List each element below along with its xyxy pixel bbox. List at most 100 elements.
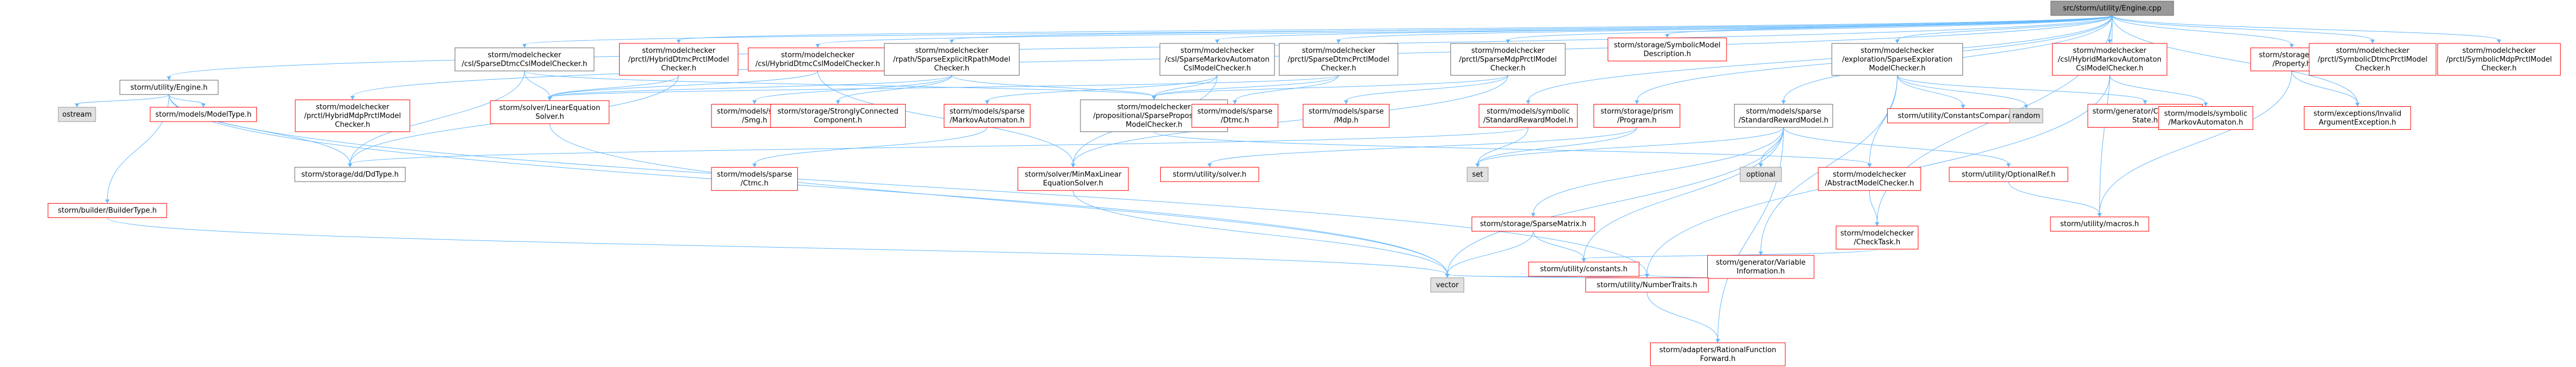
node-label-line: Information.h bbox=[1737, 267, 1785, 276]
node-sparsematrix[interactable]: storm/storage/SparseMatrix.h bbox=[1471, 216, 1595, 232]
node-macros[interactable]: storm/utility/macros.h bbox=[2050, 216, 2149, 232]
edge-arrowhead bbox=[2355, 102, 2360, 107]
node-modeltype[interactable]: storm/models/ModelType.h bbox=[150, 107, 257, 122]
node-box bbox=[1528, 261, 1640, 277]
edge-arrowhead bbox=[1531, 213, 1536, 217]
node-dtmc_sparse[interactable]: storm/models/sparse/Dtmc.h bbox=[1192, 103, 1278, 128]
node-sparsedtmcprctl[interactable]: storm/modelchecker/prctl/SparseDtmcPrctl… bbox=[1279, 43, 1398, 76]
node-label-line: Checker.h bbox=[1491, 64, 1526, 73]
node-sparsemdpprctl[interactable]: storm/modelchecker/prctl/SparseMdpPrctlM… bbox=[1450, 43, 1566, 76]
edge-arrowhead bbox=[1232, 100, 1237, 105]
node-label-line: storm/modelchecker bbox=[1861, 47, 1934, 55]
edge-stdrewardmodel-to-optionalref bbox=[1783, 127, 2009, 165]
node-buildertype[interactable]: storm/builder/BuilderType.h bbox=[47, 203, 167, 218]
edge-abstractmc-to-checktask bbox=[1869, 190, 1878, 223]
node-numbertraits[interactable]: storm/utility/NumberTraits.h bbox=[1585, 277, 1709, 293]
node-box bbox=[1303, 103, 1390, 128]
node-mdp_sparse[interactable]: storm/models/sparse/Mdp.h bbox=[1303, 103, 1390, 128]
edge-symrewardmodel-to-ddtype bbox=[350, 127, 1529, 165]
node-label-line: storm/models/sparse bbox=[950, 107, 1025, 116]
edge-arrowhead bbox=[522, 43, 527, 48]
node-hybridmarkovcsl[interactable]: storm/modelchecker/csl/HybridMarkovAutom… bbox=[2052, 43, 2167, 76]
node-box bbox=[711, 167, 798, 191]
node-label-line: storm/utility/macros.h bbox=[2060, 220, 2139, 228]
edge-root-to-hybriddtmcprctl bbox=[678, 15, 2112, 41]
node-stdrewardmodel[interactable]: storm/models/sparse/StandardRewardModel.… bbox=[1734, 103, 1833, 128]
node-ostream[interactable]: ostream bbox=[58, 107, 96, 122]
edge-explorationmc-to-constcomparator bbox=[1897, 75, 1963, 106]
node-label-line: storm/models/symbolic bbox=[1487, 107, 1570, 116]
edge-stdrewardmodel-to-vector bbox=[1447, 127, 1784, 275]
node-symmdpprctl[interactable]: storm/modelchecker/prctl/SymbolicMdpPrct… bbox=[2437, 43, 2561, 76]
edge-sparsemarkovcsl-to-sparsepropmc bbox=[1154, 75, 1218, 97]
node-label-line: /csl/HybridMarkovAutomaton bbox=[2058, 56, 2162, 64]
edge-jani_property-to-macros bbox=[2099, 70, 2292, 214]
node-label-line: storm/builder/BuilderType.h bbox=[58, 207, 157, 215]
node-label-line: storm/storage/dd/DdType.h bbox=[301, 171, 399, 179]
edge-sparseexplicitgame-to-linearsolver bbox=[549, 75, 952, 98]
node-abstractmc[interactable]: storm/modelchecker/AbstractModelChecker.… bbox=[1818, 167, 1921, 191]
node-box bbox=[2050, 1, 2174, 16]
node-vector[interactable]: vector bbox=[1430, 277, 1464, 293]
edge-arrowhead bbox=[167, 76, 172, 80]
node-box bbox=[748, 47, 888, 72]
edge-jani_property-to-invalidarg bbox=[2291, 70, 2358, 103]
node-random[interactable]: random bbox=[2009, 108, 2043, 123]
node-checktask[interactable]: storm/modelchecker/CheckTask.h bbox=[1835, 226, 1918, 250]
node-sparseexplicitgame[interactable]: storm/modelchecker/rpath/SparseExplicitR… bbox=[884, 43, 1020, 76]
node-sparsemarkovcsl[interactable]: storm/modelchecker/csl/SparseMarkovAutom… bbox=[1160, 43, 1275, 76]
node-ddtype[interactable]: storm/storage/dd/DdType.h bbox=[294, 167, 406, 182]
node-prism_program[interactable]: storm/storage/prism/Program.h bbox=[1593, 103, 1680, 128]
node-label-line: Checker.h bbox=[2355, 64, 2390, 73]
edge-arrowhead bbox=[1071, 163, 1075, 168]
edge-arrowhead bbox=[1475, 163, 1480, 168]
node-scc[interactable]: storm/storage/StronglyConnectedComponent… bbox=[770, 103, 906, 128]
node-utilsolver[interactable]: storm/utility/solver.h bbox=[1160, 167, 1259, 182]
node-label-line: storm/models/sparse bbox=[1309, 107, 1384, 116]
node-symrewardmodel[interactable]: storm/models/symbolic/StandardRewardMode… bbox=[1479, 103, 1578, 128]
node-root[interactable]: src/storm/utility/Engine.cpp bbox=[2050, 1, 2174, 16]
node-box bbox=[1650, 342, 1786, 366]
node-box bbox=[2158, 106, 2253, 130]
node-label-line: storm/storage/SparseMatrix.h bbox=[1480, 220, 1587, 228]
edge-sparsedtmccsl-to-ddtype bbox=[350, 70, 525, 165]
node-invalidarg[interactable]: storm/exceptions/InvalidArgumentExceptio… bbox=[2304, 106, 2411, 130]
node-box bbox=[2009, 108, 2043, 123]
node-optionalref[interactable]: storm/utility/OptionalRef.h bbox=[1949, 167, 2068, 182]
edge-arrowhead bbox=[1336, 39, 1341, 43]
node-label-line: storm/utility/constants.h bbox=[1540, 265, 1628, 273]
node-markovautomaton_sym[interactable]: storm/models/symbolic/MarkovAutomaton.h bbox=[2158, 106, 2253, 130]
node-hybriddtmcprctl[interactable]: storm/modelchecker/prctl/HybridDtmcPrctl… bbox=[619, 43, 738, 76]
node-markovautomaton_sparse[interactable]: storm/models/sparse/MarkovAutomaton.h bbox=[944, 103, 1031, 128]
edge-arrowhead bbox=[836, 100, 841, 105]
node-label-line: /csl/HybridDtmcCslModelChecker.h bbox=[755, 60, 880, 68]
node-label-line: Checker.h bbox=[1321, 64, 1356, 73]
edge-stdrewardmodel-to-rationalfwd bbox=[1717, 127, 1784, 340]
edge-hybridmarkovcsl-to-markovautomaton_sym bbox=[2109, 75, 2207, 103]
node-hybriddtmccsl[interactable]: storm/modelchecker/csl/HybridDtmcCslMode… bbox=[748, 47, 888, 72]
node-hybridmdpprctl[interactable]: storm/modelchecker/prctl/HybridMdpPrctlM… bbox=[295, 99, 410, 132]
edge-sparsedtmcprctl-to-dtmc_sparse bbox=[1234, 75, 1339, 101]
node-constants[interactable]: storm/utility/constants.h bbox=[1528, 261, 1640, 277]
edge-arrowhead bbox=[1526, 100, 1531, 105]
node-minmaxsolver[interactable]: storm/solver/MinMaxLinearEquationSolver.… bbox=[1017, 167, 1129, 191]
node-symdtmcprctl[interactable]: storm/modelchecker/prctl/SymbolicDtmcPrc… bbox=[2309, 43, 2436, 76]
node-ctmc_sparse[interactable]: storm/models/sparse/Ctmc.h bbox=[711, 167, 798, 191]
node-label-line: storm/generator/Variable bbox=[1716, 259, 1806, 267]
node-sparsedtmccsl[interactable]: storm/modelchecker/csl/SparseDtmcCslMode… bbox=[454, 47, 594, 72]
node-label-line: storm/models/sparse bbox=[717, 171, 792, 179]
node-box bbox=[47, 203, 167, 218]
node-explorationmc[interactable]: storm/modelchecker/exploration/SparseExp… bbox=[1832, 43, 1963, 76]
node-label-line: Solver.h bbox=[536, 113, 564, 121]
edge-root-to-symrewardmodel bbox=[1527, 15, 2112, 101]
node-set[interactable]: set bbox=[1466, 167, 1488, 182]
edge-root-to-sparsemarkovcsl bbox=[1217, 15, 2112, 41]
node-box bbox=[295, 99, 410, 132]
node-engine_h[interactable]: storm/utility/Engine.h bbox=[119, 80, 219, 95]
node-optional[interactable]: optional bbox=[1740, 167, 1782, 182]
edge-arrowhead bbox=[2203, 102, 2208, 107]
